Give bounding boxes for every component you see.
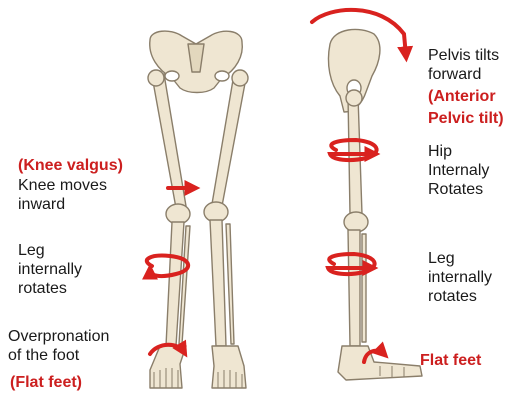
knee-valgus-label: (Knee valgus) xyxy=(18,157,123,174)
front-sacrum xyxy=(187,43,205,73)
knee-moves-inward-label: Knee moves inward xyxy=(18,177,107,213)
side-skeleton xyxy=(327,28,423,381)
front-right-tibia xyxy=(209,219,227,347)
pelvis-tilts-label: Pelvis tilts forward xyxy=(428,47,500,83)
hip-internal-rotation-label: Hip Internaly Rotates xyxy=(428,143,490,198)
side-foot xyxy=(337,345,423,381)
annotation-arrows xyxy=(142,7,414,364)
side-leg-rotation-arrow xyxy=(325,251,379,277)
front-left-foot xyxy=(149,345,187,389)
front-right-knee xyxy=(203,201,229,223)
front-flat-feet-label: (Flat feet) xyxy=(10,374,82,391)
side-knee xyxy=(343,211,369,233)
front-skeleton xyxy=(147,30,249,389)
overpronation-label: Overpronation of the foot xyxy=(8,328,110,364)
hip-rotation-arrow xyxy=(327,137,381,163)
side-pelvis xyxy=(327,28,381,113)
side-foot-arrow xyxy=(362,341,389,364)
front-left-knee xyxy=(165,203,191,225)
front-leg-rotates-label: Leg internally rotates xyxy=(18,242,83,297)
front-leg-rotation-arrow xyxy=(142,253,190,280)
front-foot-arrow xyxy=(148,339,188,358)
pelvis-tilt-arrow xyxy=(310,7,414,63)
side-leg-rotates-label: Leg internally rotates xyxy=(428,250,493,305)
front-right-femur xyxy=(211,73,247,207)
side-flat-feet-label: Flat feet xyxy=(420,352,482,369)
front-right-foot xyxy=(211,345,247,389)
anterior-pelvic-tilt-label: (Anterior Pelvic tilt) xyxy=(428,88,504,127)
side-tibia xyxy=(347,229,361,347)
